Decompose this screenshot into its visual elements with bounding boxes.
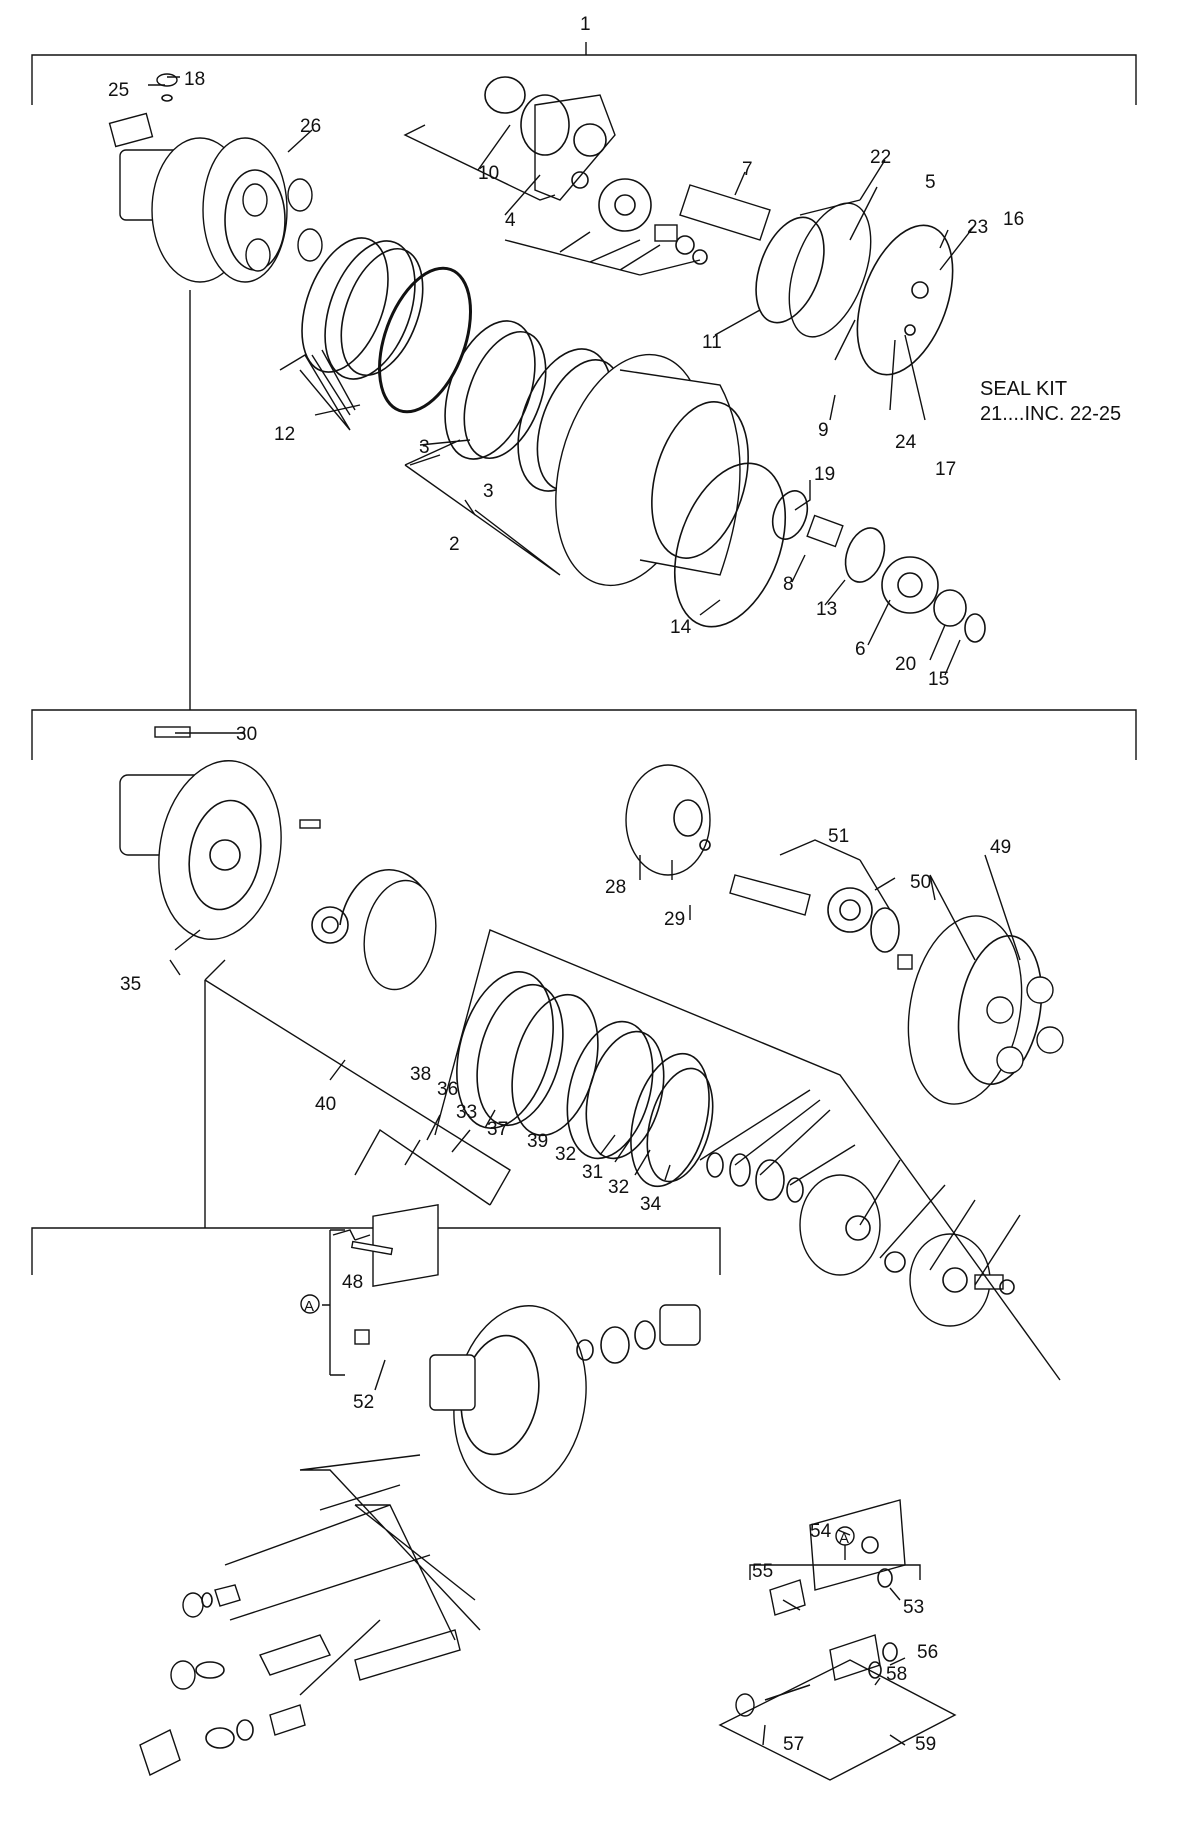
callout-3b: 3 <box>483 481 494 502</box>
callout-51: 51 <box>828 826 849 847</box>
callout-56: 56 <box>917 1642 938 1663</box>
circled-a-label-2: A <box>839 1530 849 1547</box>
callout-38: 38 <box>410 1064 431 1085</box>
leader-lines <box>148 76 1061 1781</box>
callout-13: 13 <box>816 599 837 620</box>
callout-25: 25 <box>108 80 129 101</box>
callout-30: 30 <box>236 724 257 745</box>
callout-55: 55 <box>752 1561 773 1582</box>
callout-4: 4 <box>505 210 516 231</box>
callout-29: 29 <box>664 909 685 930</box>
callout-2: 2 <box>449 534 460 555</box>
callout-50: 50 <box>910 872 931 893</box>
final-drive-parts <box>108 73 986 643</box>
callout-16: 16 <box>1003 209 1024 230</box>
callout-labels: 1 2 3 3 4 5 6 7 8 9 10 11 12 13 14 15 16… <box>108 14 1024 1755</box>
callout-33: 33 <box>456 1102 477 1123</box>
callout-20: 20 <box>895 654 916 675</box>
callout-15: 15 <box>928 669 949 690</box>
callout-48: 48 <box>342 1272 363 1293</box>
callout-53: 53 <box>903 1597 924 1618</box>
callout-23: 23 <box>967 217 988 238</box>
callout-39: 39 <box>527 1131 548 1152</box>
callout-36: 36 <box>437 1079 458 1100</box>
seal-kit-note: SEAL KIT 21....INC. 22-25 <box>980 378 1121 425</box>
callout-10: 10 <box>478 163 499 184</box>
callout-52: 52 <box>353 1392 374 1413</box>
callout-1: 1 <box>580 14 591 35</box>
callout-57: 57 <box>783 1734 804 1755</box>
callout-26: 26 <box>300 116 321 137</box>
callout-58: 58 <box>886 1664 907 1685</box>
callout-5: 5 <box>925 172 936 193</box>
callout-34: 34 <box>640 1194 662 1215</box>
callout-7: 7 <box>742 159 753 180</box>
circled-a-label-1: A <box>304 1298 314 1315</box>
callout-19: 19 <box>814 464 835 485</box>
travel-motor-parts <box>119 726 1064 1327</box>
hub-2 <box>555 353 749 587</box>
valve-parts <box>139 1203 906 1776</box>
callout-18: 18 <box>184 69 205 90</box>
callout-6: 6 <box>855 639 866 660</box>
callout-54: 54 <box>810 1521 832 1542</box>
callout-22: 22 <box>870 147 891 168</box>
callout-37: 37 <box>487 1119 508 1140</box>
seal-kit-contents: 21....INC. 22-25 <box>980 403 1121 425</box>
seal-kit-title: SEAL KIT <box>980 378 1067 400</box>
callout-40: 40 <box>315 1094 336 1115</box>
callout-32b: 32 <box>608 1177 629 1198</box>
callout-12: 12 <box>274 424 295 445</box>
callout-24: 24 <box>895 432 917 453</box>
callout-31: 31 <box>582 1162 603 1183</box>
callout-17: 17 <box>935 459 956 480</box>
callout-32a: 32 <box>555 1144 576 1165</box>
callout-35: 35 <box>120 974 141 995</box>
callout-49: 49 <box>990 837 1011 858</box>
callout-8: 8 <box>783 574 794 595</box>
callout-11: 11 <box>702 332 722 353</box>
callout-28: 28 <box>605 877 626 898</box>
callout-3a: 3 <box>419 437 430 458</box>
circled-a-markers: A A <box>300 1294 855 1547</box>
callout-59: 59 <box>915 1734 936 1755</box>
callout-14: 14 <box>670 617 692 638</box>
callout-9: 9 <box>818 420 829 441</box>
motor-housing-26 <box>108 112 323 283</box>
